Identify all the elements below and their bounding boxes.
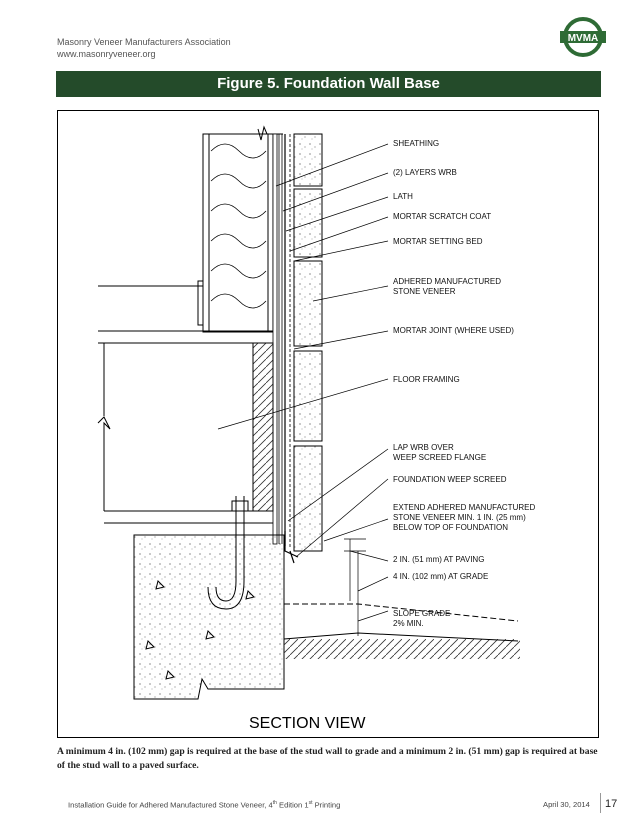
callout-floor-framing: FLOOR FRAMING (393, 375, 460, 384)
callout-paving-gap: 2 IN. (51 mm) AT PAVING (393, 555, 485, 564)
callout-lap-wrb: LAP WRB OVER WEEP SCREED FLANGE (393, 443, 487, 462)
dimension-lines (344, 538, 366, 636)
callout-extend-veneer: EXTEND ADHERED MANUFACTURED STONE VENEER… (393, 503, 536, 532)
org-name: Masonry Veneer Manufacturers Association (57, 37, 231, 47)
footer-guide-title: Installation Guide for Adhered Manufactu… (68, 800, 341, 810)
footer-divider (600, 793, 601, 813)
callout-weep-screed: FOUNDATION WEEP SCREED (393, 475, 507, 484)
section-drawing (97, 125, 520, 700)
section-view-label: SECTION VIEW (249, 715, 366, 732)
footer-date: April 30, 2014 (543, 800, 590, 809)
callout-setting-bed: MORTAR SETTING BED (393, 237, 483, 246)
foundation (133, 534, 285, 700)
stud-wall (197, 133, 274, 333)
page-number: 17 (605, 798, 618, 810)
logo-text: MVMA (568, 33, 599, 44)
sheathing-layers (272, 133, 291, 548)
callout-sheathing: SHEATHING (393, 139, 440, 148)
callout-scratch-coat: MORTAR SCRATCH COAT (393, 212, 492, 221)
org-url[interactable]: www.masonryveneer.org (57, 49, 156, 59)
callout-lath: LATH (393, 192, 413, 201)
callout-wrb: (2) LAYERS WRB (393, 168, 457, 177)
leader-lines (217, 143, 389, 622)
figure-caption: A minimum 4 in. (102 mm) gap is required… (57, 746, 598, 771)
floor-framing (97, 285, 274, 524)
figure-title-bar: Figure 5. Foundation Wall Base (56, 71, 601, 97)
mvma-logo: MVMA (560, 17, 606, 57)
callout-slope-grade: SLOPE GRADE 2% MIN. (393, 609, 451, 628)
callout-grade-gap: 4 IN. (102 mm) AT GRADE (393, 572, 489, 581)
stone-veneer (293, 133, 323, 552)
header-org: Masonry Veneer Manufacturers Association… (57, 36, 231, 60)
drawing-frame: SHEATHING (2) LAYERS WRB LATH MORTAR SCR… (57, 110, 599, 738)
callout-mortar-joint: MORTAR JOINT (WHERE USED) (393, 326, 514, 335)
weep-screed (284, 531, 299, 564)
callout-stone-veneer: ADHERED MANUFACTURED STONE VENEER (393, 277, 502, 296)
figure-title: Figure 5. Foundation Wall Base (217, 75, 440, 92)
insulation (210, 143, 267, 309)
